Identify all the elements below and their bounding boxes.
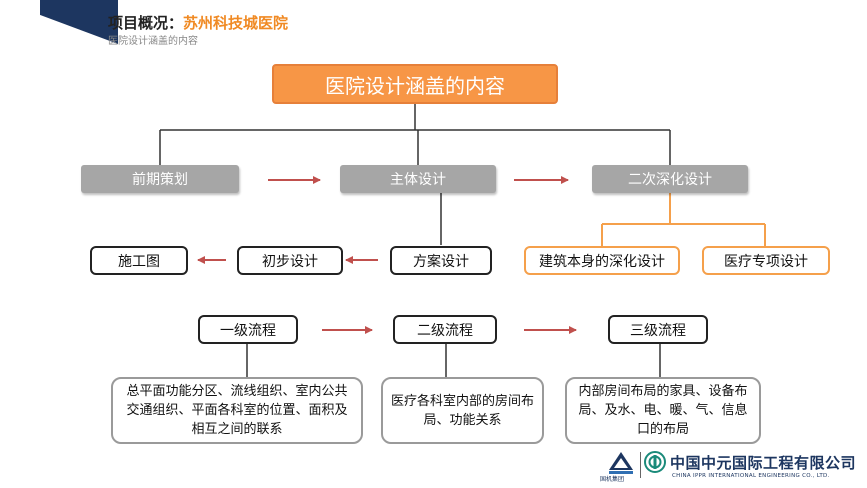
deepening-medical-special: 医疗专项设计 <box>702 246 830 275</box>
step-scheme-design: 方案设计 <box>390 246 492 275</box>
company-logo-icon <box>644 451 666 473</box>
company-name-cn: 中国中元国际工程有限公司 <box>670 454 857 472</box>
step-construction-drawings: 施工图 <box>90 246 188 275</box>
group-logo-icon <box>609 452 633 474</box>
process-level-1: 一级流程 <box>198 315 298 344</box>
deepening-architecture: 建筑本身的深化设计 <box>524 246 680 275</box>
stage-main-design: 主体设计 <box>340 165 496 193</box>
company-name-en: CHINA IPPR INTERNATIONAL ENGINEERING CO.… <box>672 473 830 479</box>
page-title-project: 苏州科技城医院 <box>183 14 289 32</box>
page-subtitle: 医院设计涵盖的内容 <box>108 36 198 47</box>
group-logo-label: 国机集团 <box>600 476 625 483</box>
process-detail-3: 内部房间布局的家具、设备布局、及水、电、暖、气、信息口的布局 <box>565 377 761 444</box>
root-node: 医院设计涵盖的内容 <box>272 64 558 104</box>
page-title-prefix: 项目概况： <box>108 14 184 32</box>
process-level-2: 二级流程 <box>393 315 497 344</box>
process-level-3: 三级流程 <box>608 315 708 344</box>
process-detail-2: 医疗各科室内部的房间布局、功能关系 <box>381 377 544 444</box>
page-title: 项目概况：苏州科技城医院 <box>108 12 288 33</box>
step-preliminary-design: 初步设计 <box>237 246 343 275</box>
stage-pre-planning: 前期策划 <box>81 165 239 193</box>
header-corner-mask <box>0 0 40 44</box>
logo-separator <box>640 452 641 478</box>
stage-secondary-deepening: 二次深化设计 <box>592 165 748 193</box>
process-detail-1: 总平面功能分区、流线组织、室内公共交通组织、平面各科室的位置、面积及相互之间的联… <box>111 377 363 444</box>
